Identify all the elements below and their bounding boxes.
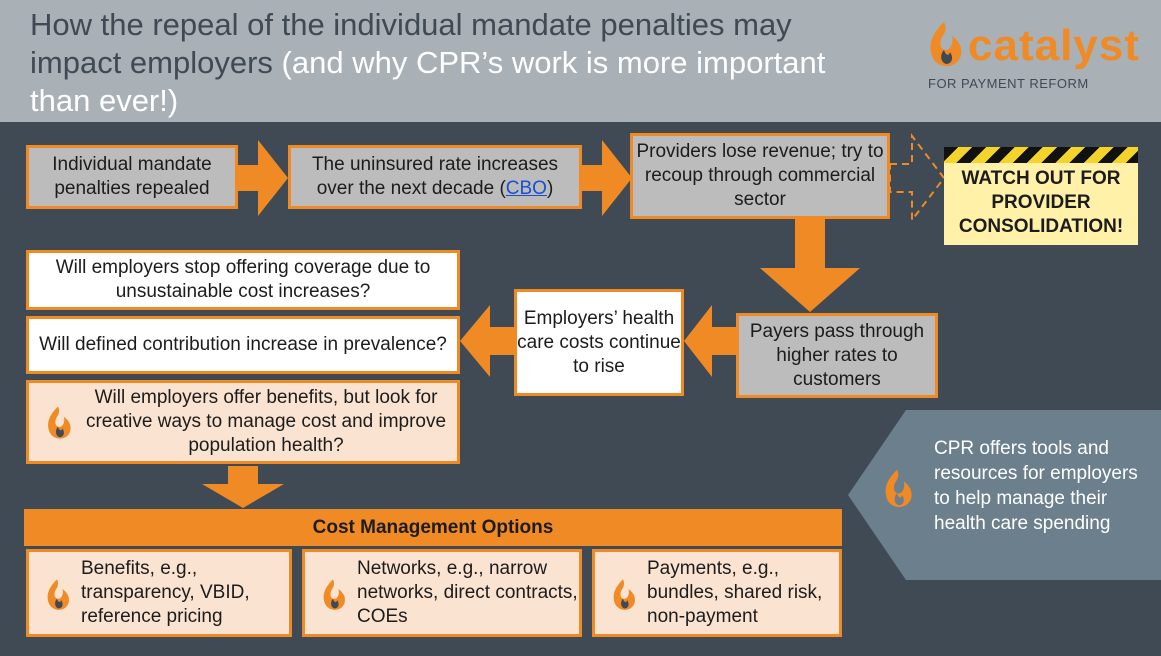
flame-icon	[885, 469, 912, 507]
arrow-dashed	[889, 133, 946, 223]
callout-shape	[848, 410, 1161, 580]
flame-icon	[47, 579, 69, 610]
logo-word: catalyst	[968, 21, 1140, 70]
flame-icon	[48, 406, 71, 439]
title-main: How the repeal of the individual mandate…	[30, 7, 792, 80]
arrow-left-1	[684, 305, 736, 377]
cpr-callout-text: CPR offers tools and resources for emplo…	[934, 438, 1138, 534]
cbo-link[interactable]: CBO	[505, 178, 547, 199]
arrow-left-2	[460, 305, 514, 377]
arrow-right-1	[238, 140, 288, 216]
question-stop-coverage: Will employers stop offering coverage du…	[26, 250, 460, 310]
warning-text: WATCH OUT FOR PROVIDER CONSOLIDATION!	[958, 168, 1124, 237]
question-defined-contribution: Will defined contribution increase in pr…	[26, 316, 460, 374]
flow-step-payers-pass-through: Payers pass through higher rates to cust…	[736, 313, 938, 398]
warning-badge: WATCH OUT FOR PROVIDER CONSOLIDATION!	[944, 147, 1138, 245]
arrow-right-2	[582, 140, 632, 216]
flame-icon	[323, 579, 345, 610]
option-benefits: Benefits, e.g., transparency, VBID, refe…	[26, 549, 292, 637]
hazard-stripes	[944, 147, 1138, 163]
flow-step-providers-lose-revenue: Providers lose revenue; try to recoup th…	[630, 133, 890, 219]
cost-management-options-bar: Cost Management Options	[24, 509, 842, 546]
arrow-down-2	[202, 466, 284, 508]
flow-step-mandate-repealed: Individual mandate penalties repealed	[26, 145, 238, 209]
option-payments: Payments, e.g., bundles, shared risk, no…	[592, 549, 842, 637]
question-creative-ways: Will employers offer benefits, but look …	[26, 380, 460, 464]
flame-icon	[930, 22, 962, 67]
page-title: How the repeal of the individual mandate…	[30, 6, 890, 120]
flow-step-employer-costs-rise: Employers’ health care costs continue to…	[514, 289, 684, 396]
option-networks: Networks, e.g., narrow networks, direct …	[302, 549, 582, 637]
catalyst-logo: catalyst FOR PAYMENT REFORM	[924, 18, 1152, 98]
logo-subtitle: FOR PAYMENT REFORM	[928, 76, 1089, 91]
flow-step-uninsured-increase: The uninsured rate increases over the ne…	[288, 145, 582, 209]
header: How the repeal of the individual mandate…	[0, 0, 1161, 122]
arrow-down-1	[760, 218, 860, 312]
title-accent: (and why CPR’s work is more important th…	[30, 45, 826, 118]
uninsured-text: The uninsured rate increases over the ne…	[311, 154, 559, 199]
flame-icon	[613, 579, 635, 610]
